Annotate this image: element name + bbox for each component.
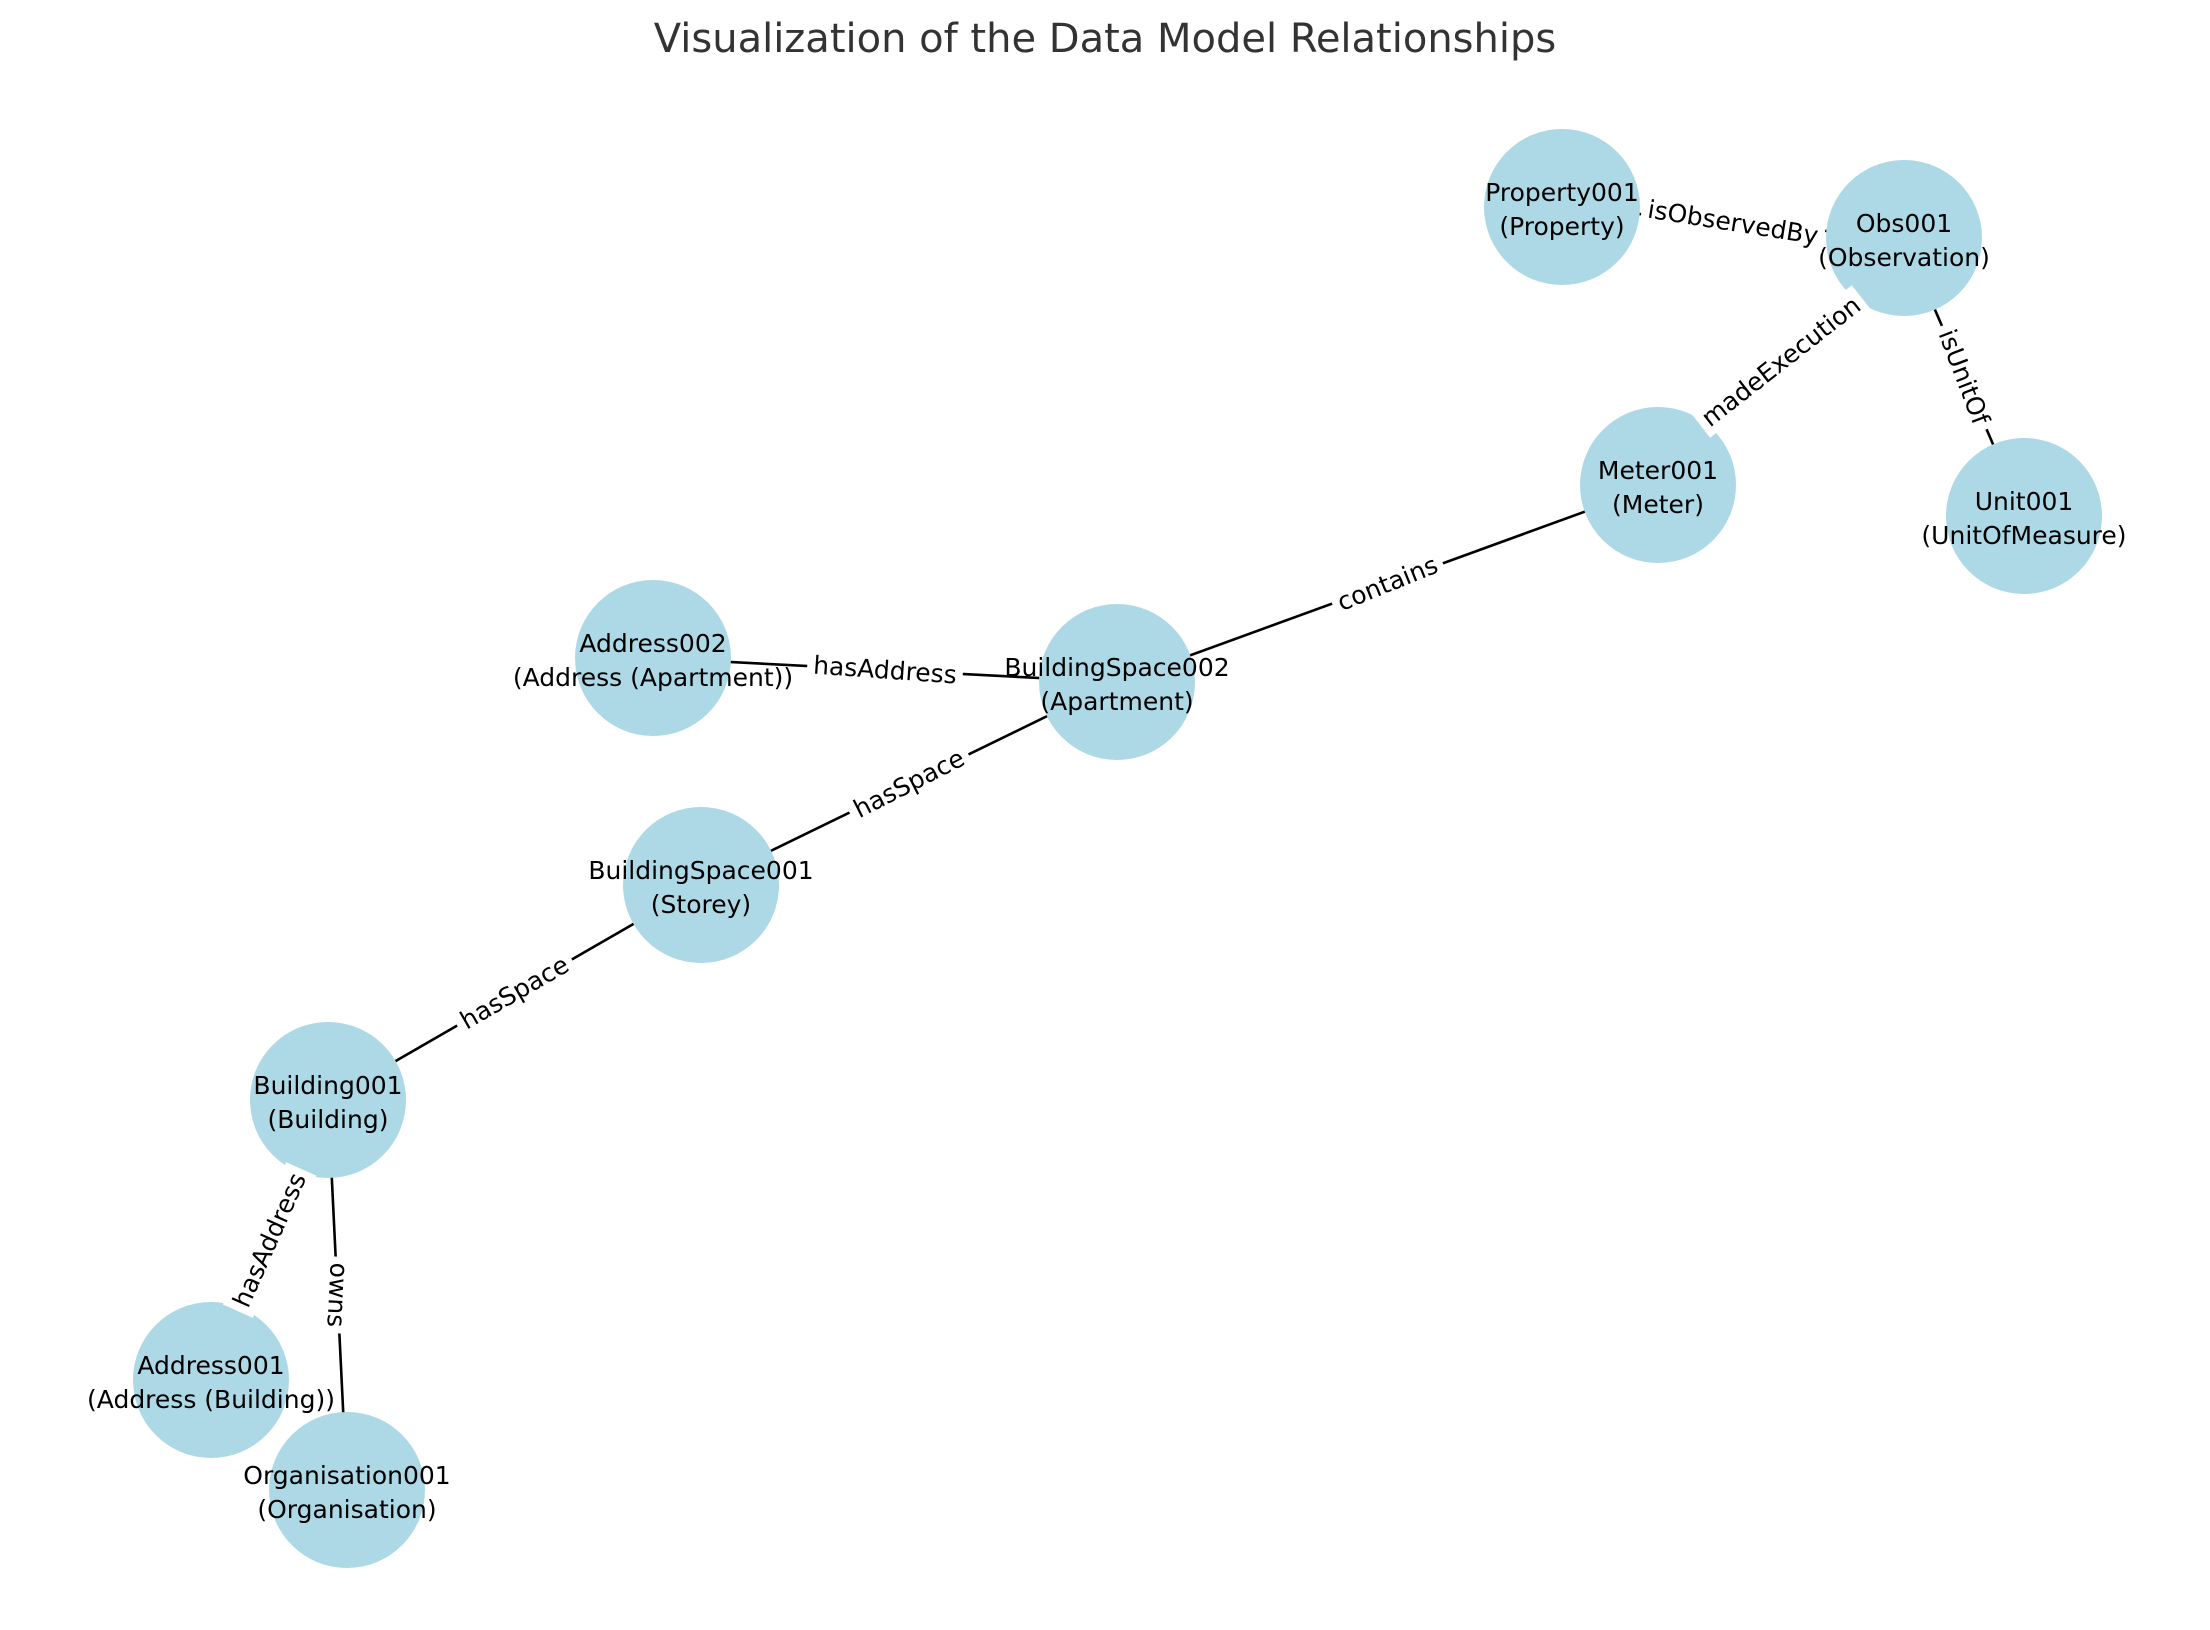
node-label-unit-001: Unit001 (UnitOfMeasure) [1921, 487, 2126, 550]
node-label-address-001: Address001 (Address (Building)) [87, 1351, 335, 1414]
node-type-text: (Building) [268, 1105, 389, 1134]
node-address-001 [133, 1302, 289, 1458]
node-id-text: BuildingSpace002 [1004, 653, 1229, 682]
node-label-building-space-002: BuildingSpace002 (Apartment) [1004, 653, 1229, 716]
node-type-text: (Address (Building)) [87, 1385, 335, 1414]
node-type-text: (Meter) [1612, 490, 1704, 519]
node-circle [623, 807, 779, 963]
node-building-space-001 [623, 807, 779, 963]
edge-label-background [1326, 546, 1449, 621]
node-id-text: Property001 [1485, 178, 1639, 207]
node-id-text: Building001 [253, 1071, 402, 1100]
node-label-meter-001: Meter001 (Meter) [1598, 456, 1718, 519]
node-building-space-002 [1039, 604, 1195, 760]
edge-label-background [448, 945, 581, 1040]
node-label-obs-001: Obs001 (Observation) [1818, 209, 1990, 272]
edge-label-background [1689, 285, 1873, 438]
node-id-text: BuildingSpace001 [588, 856, 813, 885]
edge-label-background [1639, 191, 1827, 254]
node-label-building-001: Building001 (Building) [253, 1071, 402, 1134]
node-unit-001 [1946, 438, 2102, 594]
node-property-001 [1484, 129, 1640, 285]
node-id-text: Organisation001 [243, 1461, 450, 1490]
edge-label-background [1928, 319, 2000, 437]
node-circle [1580, 407, 1736, 563]
node-circle [269, 1412, 425, 1568]
node-type-text: (Organisation) [257, 1495, 436, 1524]
edge-label-background [319, 1255, 356, 1335]
node-type-text: (Storey) [651, 890, 751, 919]
edge-label-background [222, 1162, 317, 1318]
node-circle [575, 580, 731, 736]
node-building-001 [250, 1022, 406, 1178]
node-meter-001 [1580, 407, 1736, 563]
node-id-text: Meter001 [1598, 456, 1718, 485]
node-address-002 [575, 580, 731, 736]
nodes-layer: Property001 (Property) Obs001 (Observation)… [87, 129, 2127, 1568]
node-type-text: (Apartment) [1040, 687, 1193, 716]
node-circle [1826, 160, 1982, 316]
node-type-text: (Property) [1499, 212, 1624, 241]
node-type-text: (Address (Apartment)) [513, 663, 793, 692]
node-circle [1039, 604, 1195, 760]
diagram-title: Visualization of the Data Model Relation… [654, 16, 1556, 62]
node-id-text: Obs001 [1856, 209, 1952, 238]
node-organisation-001 [269, 1412, 425, 1568]
edge-label-text: owns [321, 1262, 353, 1328]
node-circle [1946, 438, 2102, 594]
node-label-building-space-001: BuildingSpace001 (Storey) [588, 856, 813, 919]
node-label-property-001: Property001 (Property) [1485, 178, 1639, 241]
node-circle [1484, 129, 1640, 285]
node-obs-001 [1826, 160, 1982, 316]
edge-label-background [842, 738, 976, 829]
edge-label-owns: owns [319, 1255, 356, 1335]
node-type-text: (UnitOfMeasure) [1921, 521, 2126, 550]
edge-label-background [806, 648, 964, 692]
node-circle [250, 1022, 406, 1178]
node-id-text: Unit001 [1975, 487, 2074, 516]
node-label-organisation-001: Organisation001 (Organisation) [243, 1461, 450, 1524]
node-label-address-002: Address002 (Address (Apartment)) [513, 629, 793, 692]
node-type-text: (Observation) [1818, 243, 1990, 272]
edge-label-has-address: hasAddress [806, 648, 964, 692]
node-circle [133, 1302, 289, 1458]
node-id-text: Address001 [137, 1351, 284, 1380]
node-id-text: Address002 [579, 629, 726, 658]
